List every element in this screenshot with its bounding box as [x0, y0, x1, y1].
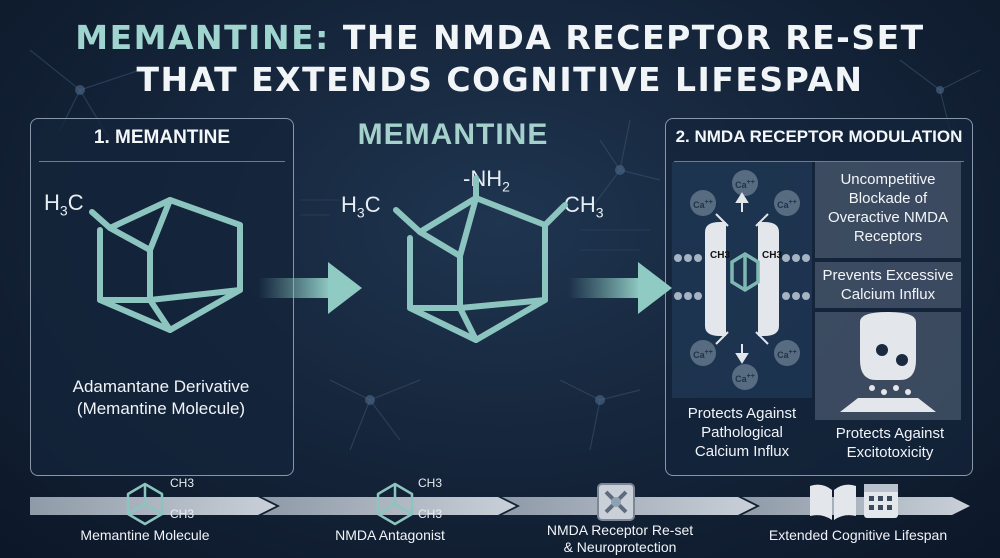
calendar-icon: [864, 484, 898, 518]
title-rest: THE NMDA RECEPTOR RE-SET: [329, 18, 925, 57]
timeline-methyl-label: CH3: [418, 507, 442, 521]
pathological-line-2: Pathological: [701, 424, 783, 441]
timeline-methyl-label: CH3: [170, 507, 194, 521]
excitotoxicity-line-2: Excitotoxicity: [846, 444, 934, 461]
adamantane-structure-panel1: [89, 197, 243, 333]
channel-methyl-left: CH3: [710, 250, 730, 261]
memantine-panel-heading: 1. MEMANTINE: [31, 127, 293, 162]
adamantane-caption: Adamantane Derivative (Memantine Molecul…: [30, 376, 292, 420]
timeline-step-2: NMDA Antagonist: [335, 527, 445, 543]
blockade-line-2: Blockade of: [848, 190, 928, 207]
prevents-line-2: Calcium Influx: [840, 286, 936, 303]
blockade-line-4: Receptors: [853, 228, 923, 245]
timeline-step-4: Extended Cognitive Lifespan: [768, 527, 948, 543]
timeline-methyl-label: CH3: [170, 476, 194, 490]
pathological-line-3: Calcium Influx: [694, 443, 790, 460]
nmda-receptor-illustration: CH3 CH3: [672, 162, 812, 398]
timeline-methyl-label: CH3: [418, 476, 442, 490]
methyl-label-panel1: H3C: [44, 190, 84, 219]
prevents-influx-box: Prevents Excessive Calcium Influx: [815, 262, 961, 308]
caption-line-2: (Memantine Molecule): [76, 399, 246, 418]
prevents-line-1: Prevents Excessive: [822, 267, 954, 284]
memantine-structure: [393, 175, 568, 343]
page-title-line-1: MEMANTINE: THE NMDA RECEPTOR RE-SET: [0, 18, 1000, 57]
timeline-step-1: Memantine Molecule: [80, 527, 210, 543]
adamantane-icon: [126, 482, 164, 526]
flow-arrow-2: [568, 262, 672, 314]
channel-methyl-right: CH3: [762, 250, 782, 261]
methyl-label-right: CH3: [564, 192, 604, 221]
blockade-line-3: Overactive NMDA: [827, 209, 949, 226]
page-title-line-2: THAT EXTENDS COGNITIVE LIFESPAN: [136, 60, 864, 99]
caption-line-1: Adamantane Derivative: [72, 377, 250, 396]
title-accent: MEMANTINE:: [75, 18, 330, 57]
blockade-box: Uncompetitive Blockade of Overactive NMD…: [815, 162, 961, 258]
excitotoxicity-line-1: Protects Against: [835, 425, 945, 442]
pathological-caption: Protects Against Pathological Calcium In…: [672, 404, 812, 461]
adamantane-icon: [376, 482, 414, 526]
timeline-step-3: NMDA Receptor Re-set & Neuroprotection: [546, 522, 694, 555]
amine-label: -NH2: [463, 166, 510, 195]
excitotoxicity-caption: Protects Against Excitotoxicity: [818, 424, 962, 462]
nmda-panel-heading: 2. NMDA RECEPTOR MODULATION: [666, 127, 972, 162]
pathological-line-1: Protects Against: [687, 405, 797, 422]
book-icon: [810, 484, 856, 520]
synapse-illustration: [815, 312, 961, 420]
memantine-heading: MEMANTINE: [357, 118, 549, 151]
receptor-icon: [597, 483, 635, 521]
flow-arrow-1: [258, 262, 362, 314]
blockade-line-1: Uncompetitive: [840, 171, 936, 188]
methyl-label-left: H3C: [341, 192, 381, 221]
